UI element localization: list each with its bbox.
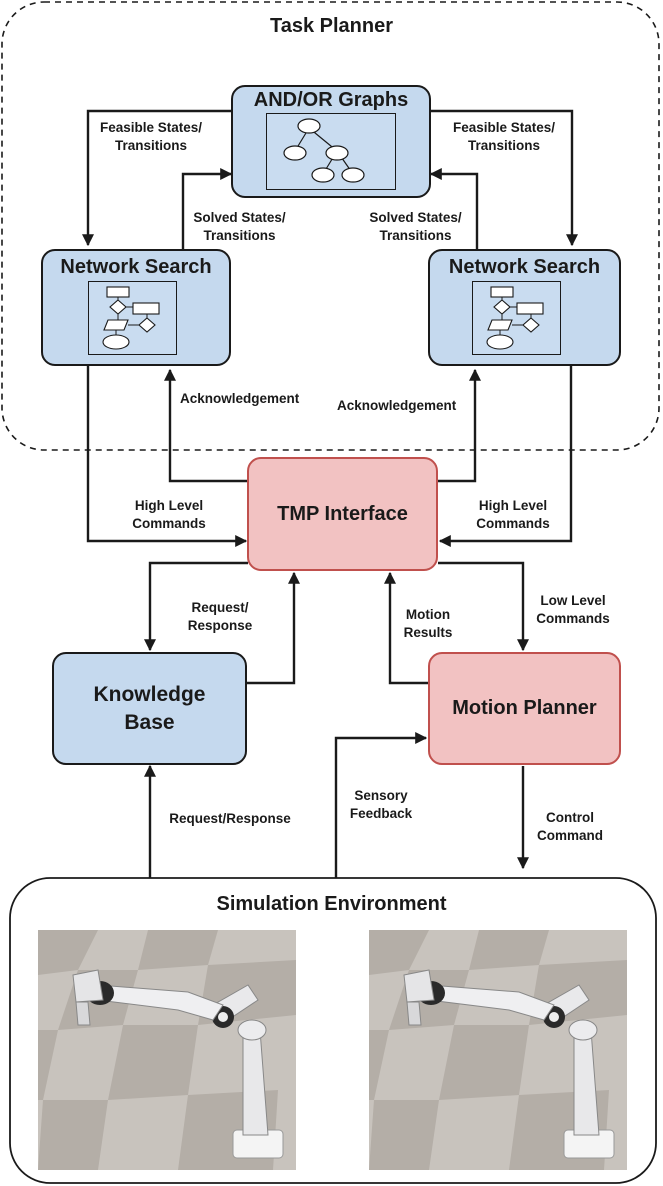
arrow-low-level	[438, 561, 529, 652]
simulation-image-left	[38, 930, 296, 1170]
tmp-interface-title: TMP Interface	[277, 502, 408, 525]
label-ack-left: Acknowledgement	[180, 391, 300, 406]
tree-graph-icon	[283, 118, 365, 183]
motion-planner-title: Motion Planner	[452, 697, 597, 719]
flowchart-sketch-right	[472, 281, 561, 355]
and-or-graph-sketch	[266, 113, 396, 190]
arrow-feasible-left	[82, 109, 233, 247]
robot-arm-render	[369, 930, 627, 1170]
flowchart-icon	[486, 286, 544, 350]
label-solved-right: Solved States/Transitions	[369, 210, 462, 243]
knowledge-base-box: Knowledge Base	[52, 652, 247, 765]
arrow-hlc-right	[438, 366, 573, 547]
tmp-interface-box: TMP Interface	[247, 457, 438, 571]
arrow-feasible-right	[430, 109, 578, 247]
robot-arm-render	[38, 930, 296, 1170]
knowledge-base-title-line2: Base	[124, 710, 175, 734]
arrow-ack-right	[438, 368, 481, 483]
flowchart-icon	[102, 286, 160, 350]
simulation-title: Simulation Environment	[216, 893, 447, 915]
arrow-response-up	[247, 571, 300, 685]
task-planner-title: Task Planner	[269, 15, 394, 37]
label-solved-left: Solved States/Transitions	[193, 210, 286, 243]
network-search-right-title: Network Search	[448, 256, 601, 278]
arrow-sensory	[334, 732, 428, 878]
simulation-image-right	[369, 930, 627, 1170]
arrow-motion-results	[384, 571, 430, 685]
arrow-solved-left	[181, 168, 233, 249]
label-feasible-left: Feasible States/Transitions	[99, 120, 203, 153]
and-or-graphs-title: AND/OR Graphs	[253, 89, 409, 111]
label-request-response-bottom: Request/Response	[169, 811, 291, 826]
arrow-request-down	[144, 561, 248, 652]
label-request-response-top: Request/Response	[187, 600, 253, 633]
network-search-left-title: Network Search	[60, 256, 212, 278]
knowledge-base-title-line1: Knowledge	[93, 682, 206, 706]
label-feasible-right: Feasible States/Transitions	[452, 120, 556, 153]
arrow-solved-right	[429, 168, 479, 249]
flowchart-sketch-left	[88, 281, 177, 355]
motion-planner-box: Motion Planner	[428, 652, 621, 765]
task-planner-region	[1, 1, 660, 451]
arrow-ack-left	[164, 368, 248, 483]
arrow-hlc-left	[86, 366, 248, 547]
label-ack-right: Acknowledgement	[337, 398, 457, 413]
